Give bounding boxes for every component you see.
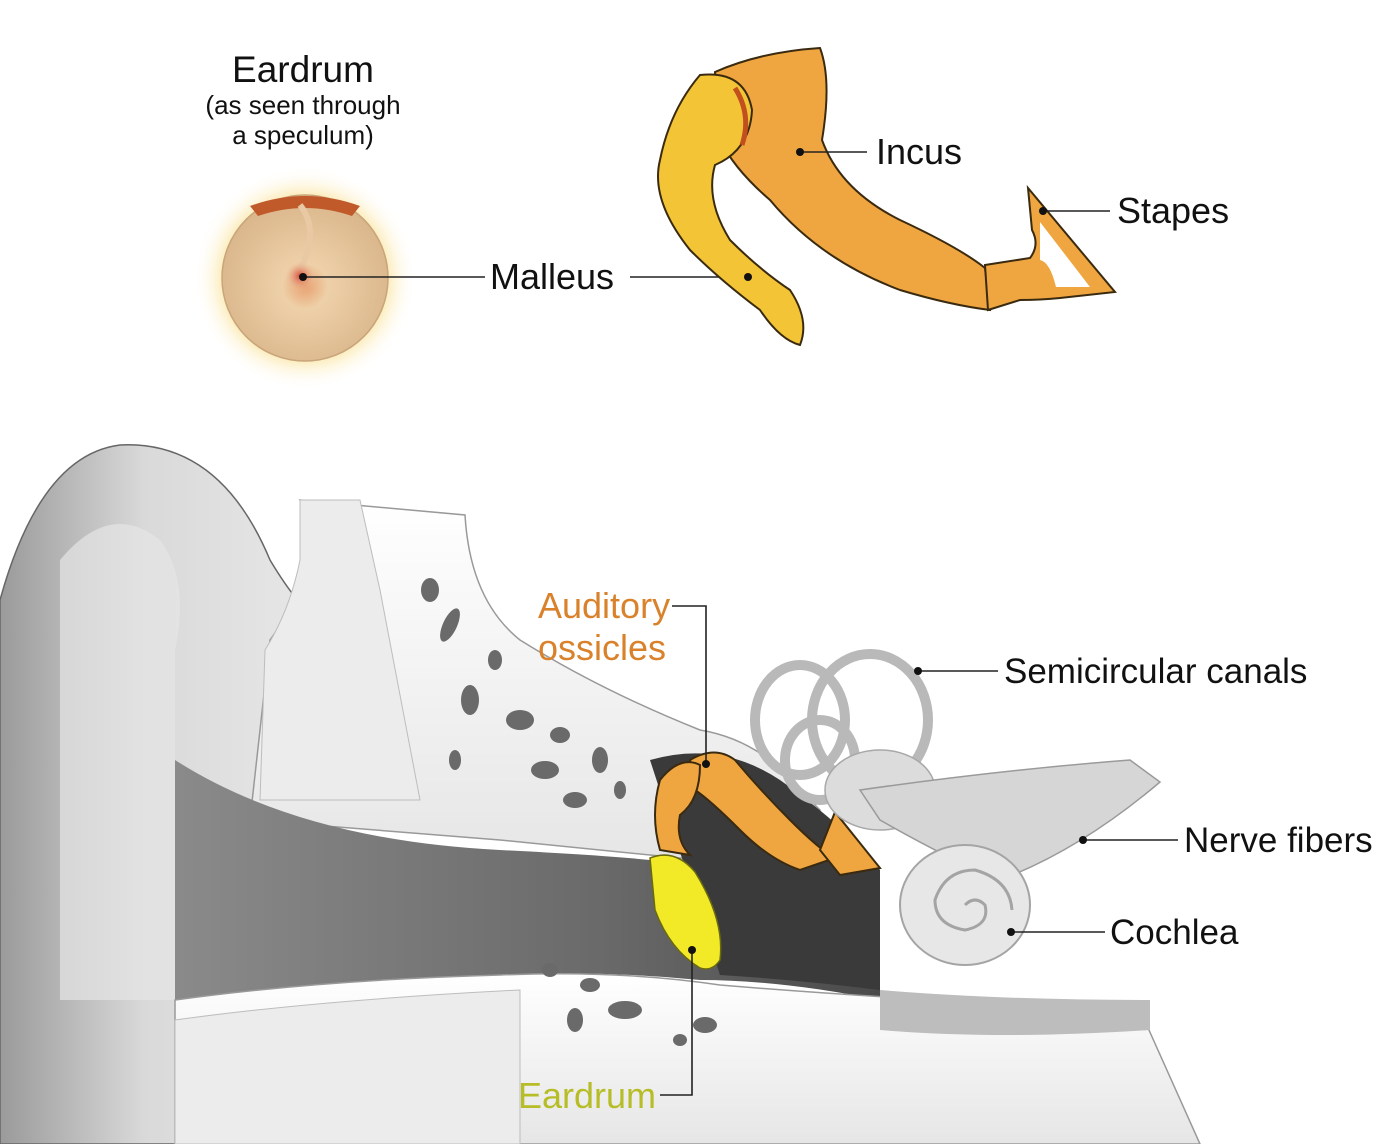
inset-subtitle-line1: (as seen through [205, 90, 400, 120]
incus-bone [713, 46, 992, 312]
section-malleus [654, 761, 702, 857]
auditory-ossicles-label-line2: ossicles [538, 627, 666, 668]
semicircular-canals-label: Semicircular canals [1004, 652, 1307, 691]
bone-cavities [421, 578, 717, 1046]
nerve-fibers-label: Nerve fibers [1184, 821, 1373, 860]
incus-label: Incus [876, 131, 962, 172]
ear-cross-section [0, 444, 1201, 1144]
malleus-joint [732, 86, 749, 146]
stapes-label: Stapes [1117, 190, 1229, 231]
semicircular-canals-leader-dot [914, 667, 922, 675]
auditory-ossicles-label-line1: Auditory [538, 585, 670, 626]
section-incus [688, 751, 838, 872]
lower-right-tissue [880, 990, 1150, 1035]
eardrum-leader-dot [688, 946, 696, 954]
lower-pebble-region [174, 989, 521, 1144]
ossicles-illustration [657, 46, 1117, 347]
malleus-leader-dot-right [744, 273, 752, 281]
inset-subtitle-line2: a speculum) [232, 120, 374, 150]
inset-title: Eardrum [232, 49, 374, 90]
section-eardrum [649, 854, 722, 970]
nerve-fibers-leader-dot [1079, 836, 1087, 844]
malleus-label: Malleus [490, 256, 614, 297]
cochlea-label: Cochlea [1110, 913, 1239, 952]
cochlea-spiral [933, 868, 1014, 932]
upper-pebble-region [259, 499, 421, 801]
auditory-ossicles-leader-dot [702, 760, 710, 768]
section-stapes [818, 810, 882, 877]
cochlea-leader-dot [1007, 928, 1015, 936]
eardrum-label: Eardrum [518, 1075, 656, 1116]
stapes-window [1040, 222, 1090, 287]
malleus-leader-dot-left [299, 273, 307, 281]
eardrum-top-band [250, 196, 360, 216]
auditory-ossicles-leader [672, 605, 707, 764]
malleus-bone [657, 73, 805, 347]
eardrum-leader [660, 950, 693, 1096]
stapes-leader-dot [1039, 207, 1047, 215]
pinna-inner-fold [60, 524, 180, 1000]
incus-leader-dot [796, 148, 804, 156]
